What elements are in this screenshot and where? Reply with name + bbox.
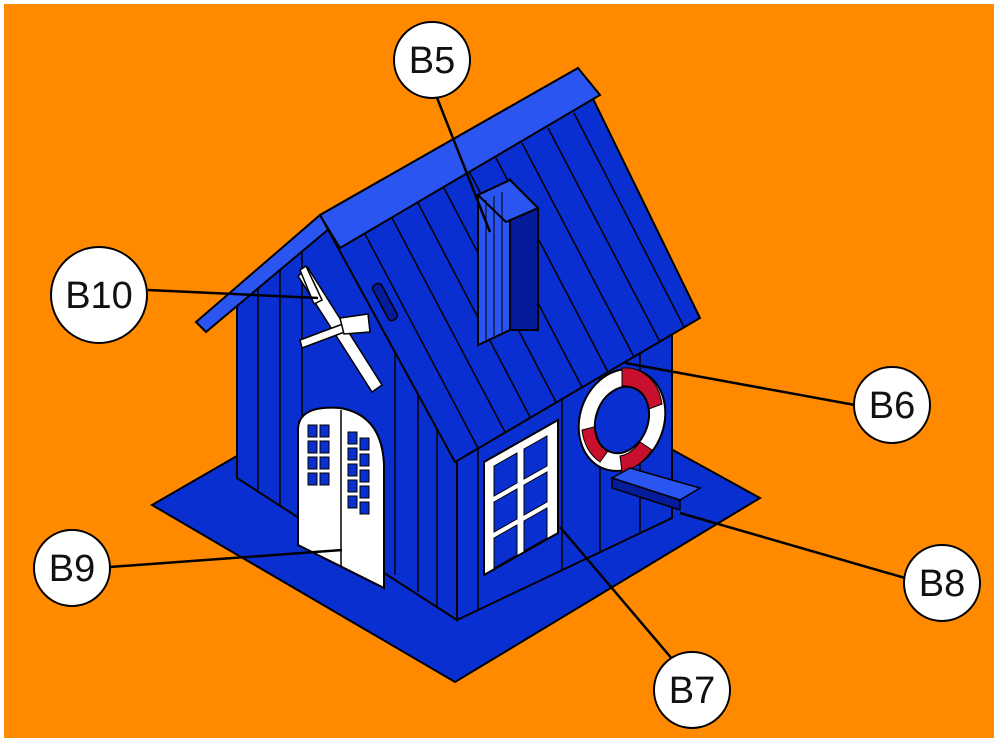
callout-b8: B8 — [904, 545, 980, 621]
callout-b7-label: B7 — [669, 670, 715, 712]
callout-b5-label: B5 — [409, 40, 455, 82]
callout-b10-label: B10 — [65, 275, 133, 317]
chimney — [478, 180, 538, 345]
callout-b6: B6 — [854, 367, 930, 443]
callout-b5: B5 — [394, 22, 470, 98]
callout-b9-label: B9 — [49, 548, 95, 590]
callout-b9: B9 — [34, 530, 110, 606]
callout-b6-label: B6 — [869, 385, 915, 427]
callout-b8-label: B8 — [919, 563, 965, 605]
callout-b7: B7 — [654, 652, 730, 728]
callout-b10: B10 — [51, 247, 147, 343]
